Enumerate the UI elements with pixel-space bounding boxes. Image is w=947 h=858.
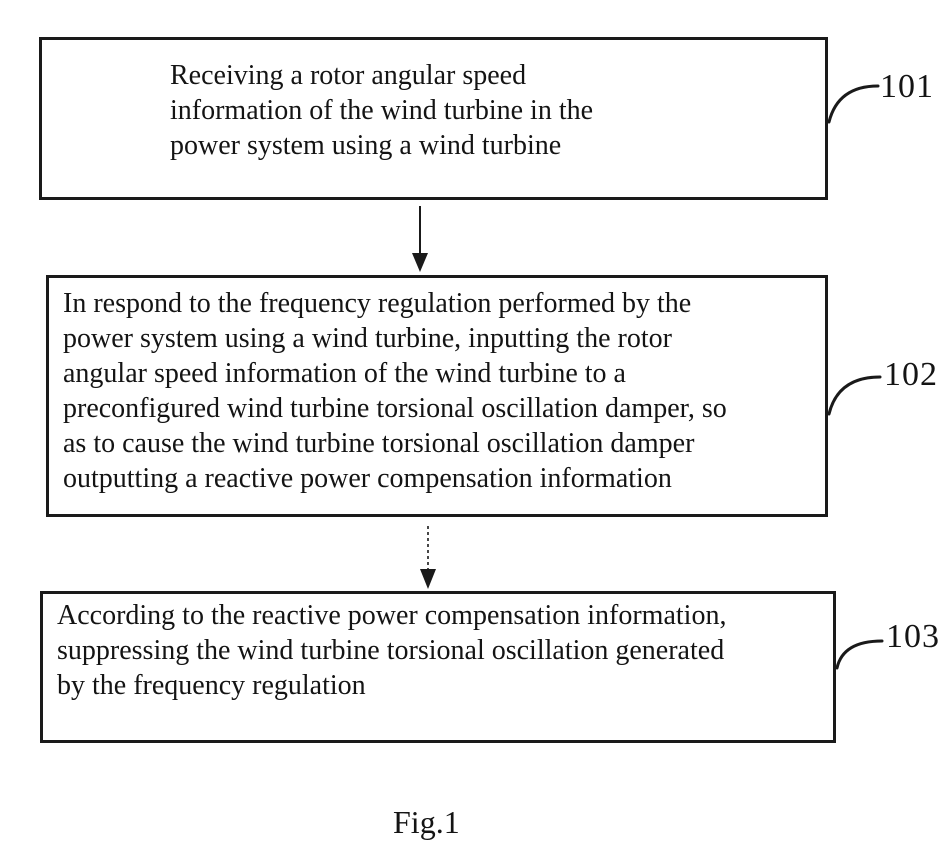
text-line: information of the wind turbine in the (170, 95, 594, 126)
text-line: power system using a wind turbine (170, 130, 562, 161)
step-101-text: Receiving a rotor angular speed informat… (42, 40, 825, 163)
figure-caption: Fig.1 (393, 804, 460, 840)
step-ref-label-103: 103 (886, 618, 940, 655)
text-line: power system using a wind turbine, input… (63, 323, 672, 354)
step-102-text: In respond to the frequency regulation p… (49, 278, 825, 496)
text-line: In respond to the frequency regulation p… (63, 288, 692, 319)
label-connector-103 (835, 639, 884, 670)
text-line: as to cause the wind turbine torsional o… (63, 428, 695, 459)
text-line: Receiving a rotor angular speed (170, 60, 527, 91)
label-connector-101 (827, 84, 880, 124)
text-line: by the frequency regulation (57, 670, 366, 701)
text-line: suppressing the wind turbine torsional o… (57, 635, 725, 666)
flowchart-step-103-box: According to the reactive power compensa… (40, 591, 836, 743)
text-line: According to the reactive power compensa… (57, 600, 727, 631)
text-line: angular speed information of the wind tu… (63, 358, 626, 389)
text-line: preconfigured wind turbine torsional osc… (63, 393, 727, 424)
step-103-text: According to the reactive power compensa… (43, 594, 833, 703)
flowchart-step-101-box: Receiving a rotor angular speed informat… (39, 37, 828, 200)
down-arrow-icon (412, 206, 428, 272)
step-ref-label-102: 102 (884, 356, 938, 393)
label-connector-102 (827, 375, 882, 416)
flowchart-step-102-box: In respond to the frequency regulation p… (46, 275, 828, 517)
text-line: outputting a reactive power compensation… (63, 463, 672, 494)
down-arrow-dashed-icon (420, 526, 436, 589)
step-ref-label-101: 101 (880, 68, 934, 105)
